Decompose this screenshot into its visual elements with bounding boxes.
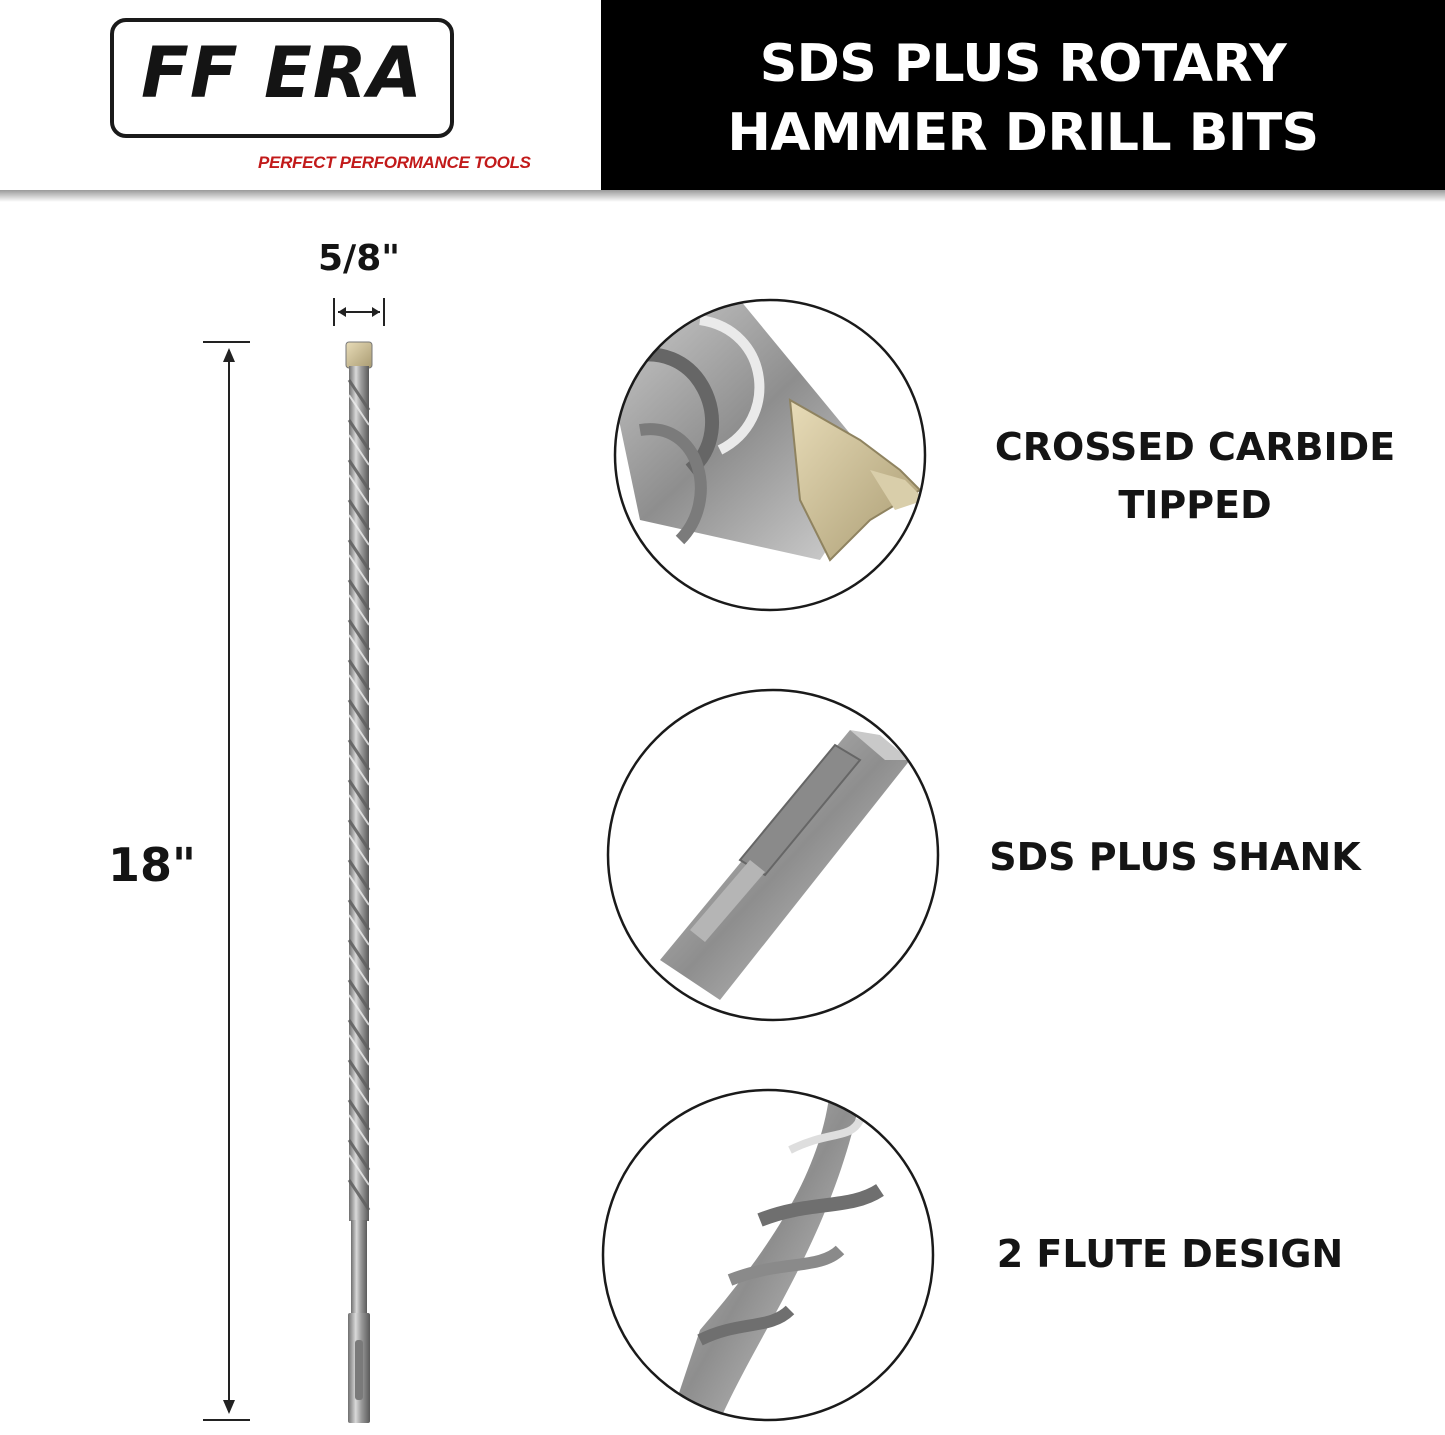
title-banner: SDS PLUS ROTARY HAMMER DRILL BITS [601,0,1445,190]
brand-logo: FF ERA [110,18,454,138]
feature-carbide-tipped: CROSSED CARBIDE TIPPED [980,418,1410,534]
header-divider [0,190,1445,202]
feature-flute-design: 2 FLUTE DESIGN [975,1225,1365,1283]
brand-header: FF ERA PERFECT PERFORMANCE TOOLS [0,0,601,190]
brand-tagline: PERFECT PERFORMANCE TOOLS [258,153,531,172]
title-line-2: HAMMER DRILL BITS [727,103,1319,163]
bit-diameter-label: 5/8" [318,238,401,279]
title-line-1: SDS PLUS ROTARY [759,34,1287,94]
logo-text: FF ERA [141,32,423,114]
feature-label: TIPPED [1118,483,1272,527]
flute-closeup [601,1088,935,1422]
sds-shank-closeup [606,688,940,1022]
feature-sds-shank: SDS PLUS SHANK [975,828,1375,886]
drill-bit-illustration [345,341,373,1423]
carbide-tip-closeup [613,298,927,612]
width-dimension-marker [333,298,385,326]
feature-label: SDS PLUS SHANK [989,835,1361,879]
feature-label: CROSSED CARBIDE [994,425,1396,469]
length-dimension-marker [203,341,250,1421]
bit-length-label: 18" [108,838,196,892]
feature-label: 2 FLUTE DESIGN [996,1232,1344,1276]
